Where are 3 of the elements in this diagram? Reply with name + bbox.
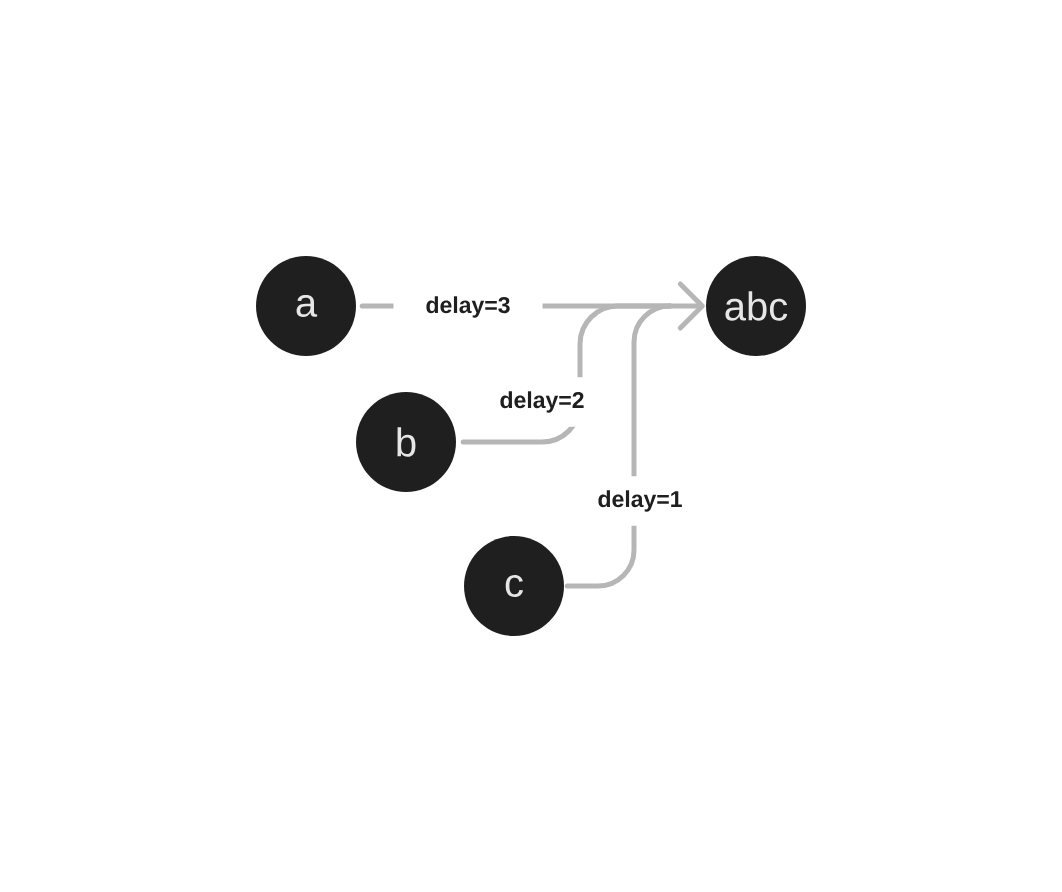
edge-label: delay=1 — [595, 476, 685, 526]
edge-label: delay=2 — [497, 377, 587, 427]
edge-label: delay=3 — [393, 294, 543, 320]
